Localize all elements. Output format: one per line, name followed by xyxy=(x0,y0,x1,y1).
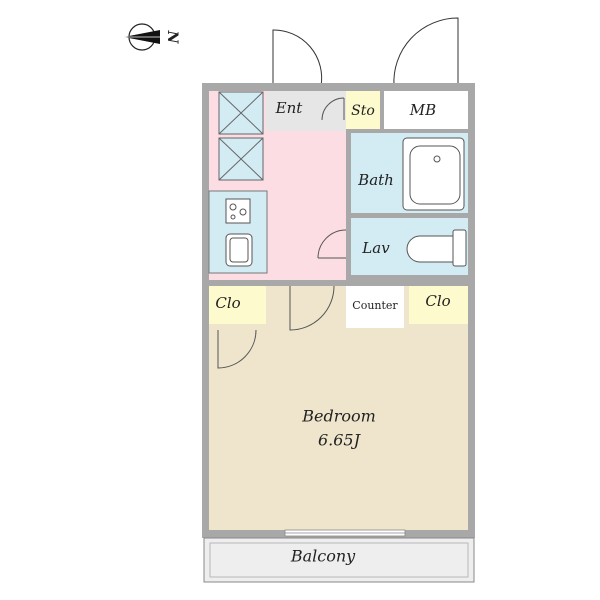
bath-label: Bath xyxy=(357,171,394,189)
bathtub-icon xyxy=(402,137,465,211)
bedroom-label: Bedroom xyxy=(301,407,376,426)
closet-right xyxy=(409,286,468,324)
bedroom-floor xyxy=(209,286,468,530)
storage-label: Sto xyxy=(351,103,375,119)
compass-north-label: N xyxy=(164,30,180,45)
lav-door-swing xyxy=(317,229,347,259)
kitchen-counter xyxy=(208,190,268,274)
lavatory-label: Lav xyxy=(361,239,390,257)
stove-icon xyxy=(225,198,251,224)
bedroom-door xyxy=(217,285,335,369)
entrance-door xyxy=(272,29,323,87)
toilet-icon xyxy=(406,229,467,267)
kitchen-sink-icon xyxy=(225,233,253,267)
closet-left-label: Clo xyxy=(215,294,240,312)
closet-right-label: Clo xyxy=(425,292,450,310)
bedroom-size-label: 6.65J xyxy=(318,431,362,450)
inner-door-swing xyxy=(321,97,345,121)
balcony-label: Balcony xyxy=(290,547,356,566)
closet-left xyxy=(209,286,266,324)
mb-door xyxy=(393,17,459,87)
counter-label: Counter xyxy=(352,299,398,312)
compass-arrow-icon xyxy=(124,23,160,51)
meter-box xyxy=(384,91,468,129)
balcony xyxy=(203,537,475,583)
entrance-label: Ent xyxy=(275,99,304,117)
compass: N xyxy=(124,23,180,51)
storage-room xyxy=(346,91,380,129)
shoe-cabinet xyxy=(218,91,264,181)
entrance-floor xyxy=(266,91,346,131)
counter-area xyxy=(346,286,404,328)
meter-box-label: MB xyxy=(409,101,436,119)
